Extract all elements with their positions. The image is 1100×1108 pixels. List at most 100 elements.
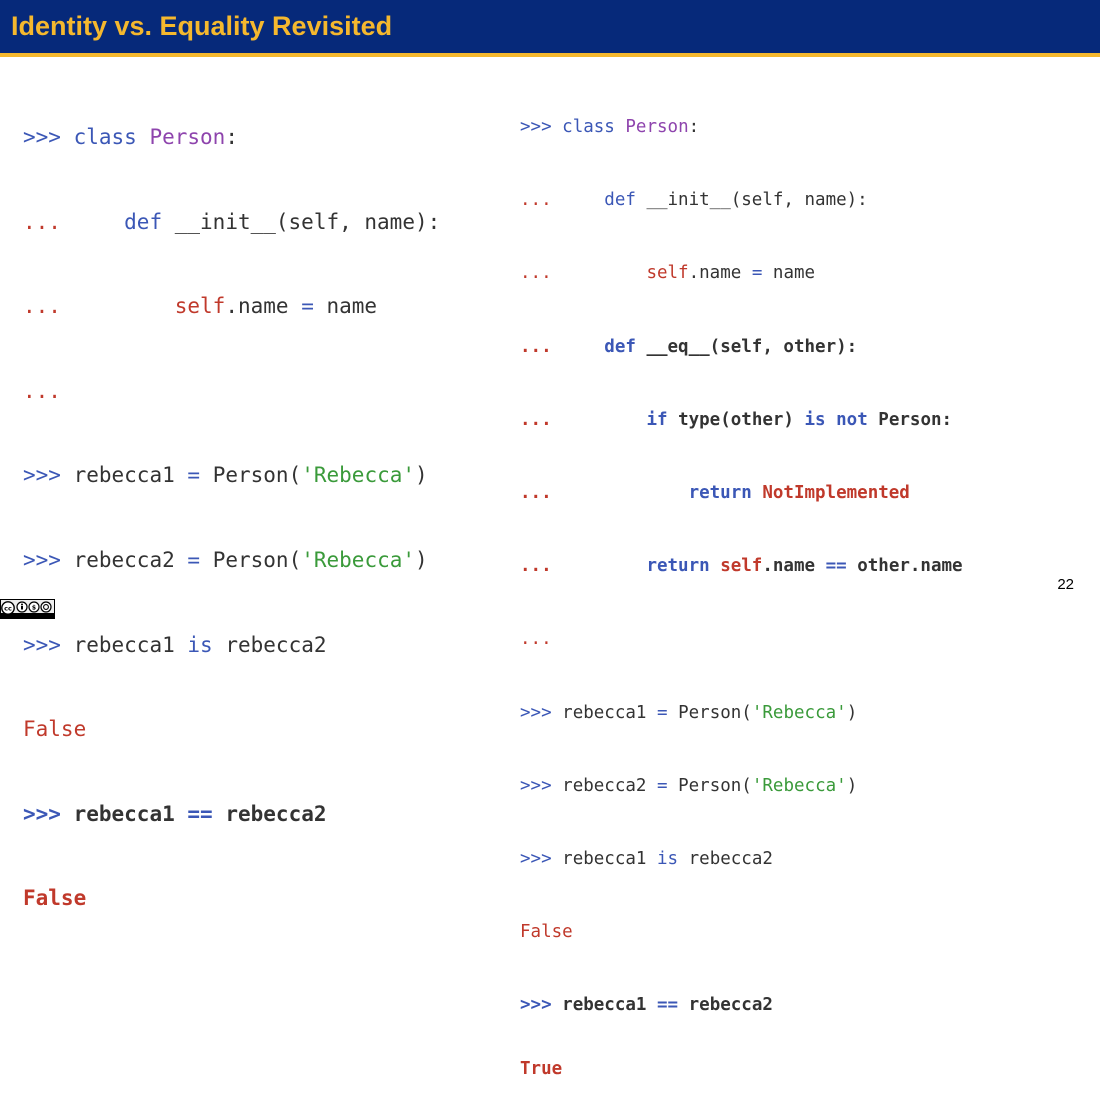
call: type(other) <box>678 409 794 430</box>
code-line: >>> rebecca1 is rebecca2 <box>23 628 440 665</box>
code-line: >>> class Person: <box>520 113 963 146</box>
code-line: >>> rebecca1 == rebecca2 <box>520 991 963 1015</box>
punct: ) <box>846 775 858 796</box>
identifier: rebecca2 <box>562 775 647 796</box>
prompt: >>> <box>520 775 552 796</box>
class-name: Person <box>625 117 689 137</box>
identifier: rebecca2 <box>225 632 327 657</box>
prompt: >>> <box>520 702 552 723</box>
identifier: rebecca2 <box>225 801 327 826</box>
operator: = <box>751 263 763 284</box>
prompt: >>> <box>23 801 61 826</box>
continuation: ... <box>520 482 552 503</box>
operator: = <box>187 547 201 572</box>
identifier: rebecca1 <box>562 848 647 869</box>
page-number: 22 <box>1057 576 1074 593</box>
continuation: ... <box>23 378 61 403</box>
keyword: not <box>836 409 868 430</box>
code-line: ... def __eq__(self, other): <box>520 333 963 366</box>
self-keyword: self <box>174 294 226 319</box>
identifier: rebecca2 <box>688 848 773 869</box>
identifier: rebecca1 <box>562 995 647 1016</box>
slide-title: Identity vs. Equality Revisited <box>11 11 393 41</box>
operator: = <box>657 702 668 723</box>
code-line: >>> rebecca1 is rebecca2 <box>520 845 963 878</box>
slide-header: Identity vs. Equality Revisited <box>0 0 1100 57</box>
identifier: rebecca1 <box>73 801 175 826</box>
string-literal: 'Rebecca' <box>751 775 847 796</box>
keyword: class <box>73 125 137 149</box>
identifier: rebecca1 <box>73 632 175 657</box>
prompt: >>> <box>520 995 552 1016</box>
prompt: >>> <box>520 117 552 137</box>
call: Person( <box>678 702 752 723</box>
attribute: .name <box>225 294 289 319</box>
operator: == <box>825 556 847 577</box>
signature: __init__(self, name): <box>646 190 868 211</box>
string-literal: 'Rebecca' <box>751 702 847 723</box>
keyword: def <box>604 190 636 211</box>
identifier: rebecca1 <box>73 463 175 488</box>
continuation: ... <box>23 209 61 234</box>
continuation: ... <box>520 336 552 357</box>
signature: __init__(self, name): <box>174 209 441 234</box>
keyword: is <box>187 632 213 657</box>
continuation: ... <box>520 629 552 650</box>
code-block-left: >>> class Person: ... def __init__(self,… <box>23 72 440 942</box>
continuation: ... <box>23 294 61 319</box>
operator: = <box>301 294 314 319</box>
prompt: >>> <box>520 848 552 869</box>
punct: ) <box>415 547 428 572</box>
code-line: ... <box>23 374 440 411</box>
creative-commons-by-nc-sa-icon: cc $ <box>0 599 55 619</box>
identifier: Person: <box>878 409 953 430</box>
keyword: return <box>688 482 752 503</box>
punct: : <box>225 125 238 149</box>
code-line: ... <box>520 625 963 658</box>
string-literal: 'Rebecca' <box>301 547 416 572</box>
identifier: rebecca2 <box>688 995 773 1016</box>
continuation: ... <box>520 556 552 577</box>
identifier: rebecca1 <box>562 702 647 723</box>
continuation: ... <box>520 409 552 430</box>
code-line: ... def __init__(self, name): <box>23 205 440 242</box>
operator: == <box>187 801 213 826</box>
punct: ) <box>846 702 858 723</box>
continuation: ... <box>520 190 552 211</box>
code-line: ... self.name = name <box>520 259 963 292</box>
class-name: Person <box>149 125 226 149</box>
identifier: other.name <box>857 556 963 577</box>
code-line: >>> class Person: <box>23 120 440 157</box>
code-line: ... self.name = name <box>23 289 440 326</box>
keyword: is <box>657 848 679 869</box>
signature: __eq__(self, other): <box>646 336 858 357</box>
svg-text:cc: cc <box>4 605 12 613</box>
identifier: name <box>326 294 378 319</box>
continuation: ... <box>520 263 552 284</box>
keyword: return <box>646 556 710 577</box>
call: Person( <box>212 547 302 572</box>
keyword: def <box>604 336 636 357</box>
code-line: >>> rebecca1 = Person('Rebecca') <box>23 458 440 495</box>
code-line: ... def __init__(self, name): <box>520 186 963 219</box>
string-literal: 'Rebecca' <box>301 463 416 488</box>
operator: == <box>657 995 679 1016</box>
operator: = <box>187 463 201 488</box>
code-line: ... return self.name == other.name <box>520 552 963 585</box>
code-line: ... if type(other) is not Person: <box>520 406 963 439</box>
output: True <box>520 1059 563 1080</box>
attribute: .name <box>688 263 742 284</box>
output: False <box>23 886 87 911</box>
prompt: >>> <box>23 125 61 149</box>
punct: : <box>688 117 700 137</box>
output: False <box>520 922 573 943</box>
prompt: >>> <box>23 547 61 572</box>
prompt: >>> <box>23 632 61 657</box>
output: False <box>23 717 87 742</box>
code-line: False <box>23 881 440 918</box>
call: Person( <box>678 775 752 796</box>
keyword: if <box>646 409 668 430</box>
attribute: .name <box>762 556 816 577</box>
code-line: ... return NotImplemented <box>520 479 963 512</box>
code-line: >>> rebecca2 = Person('Rebecca') <box>23 543 440 580</box>
